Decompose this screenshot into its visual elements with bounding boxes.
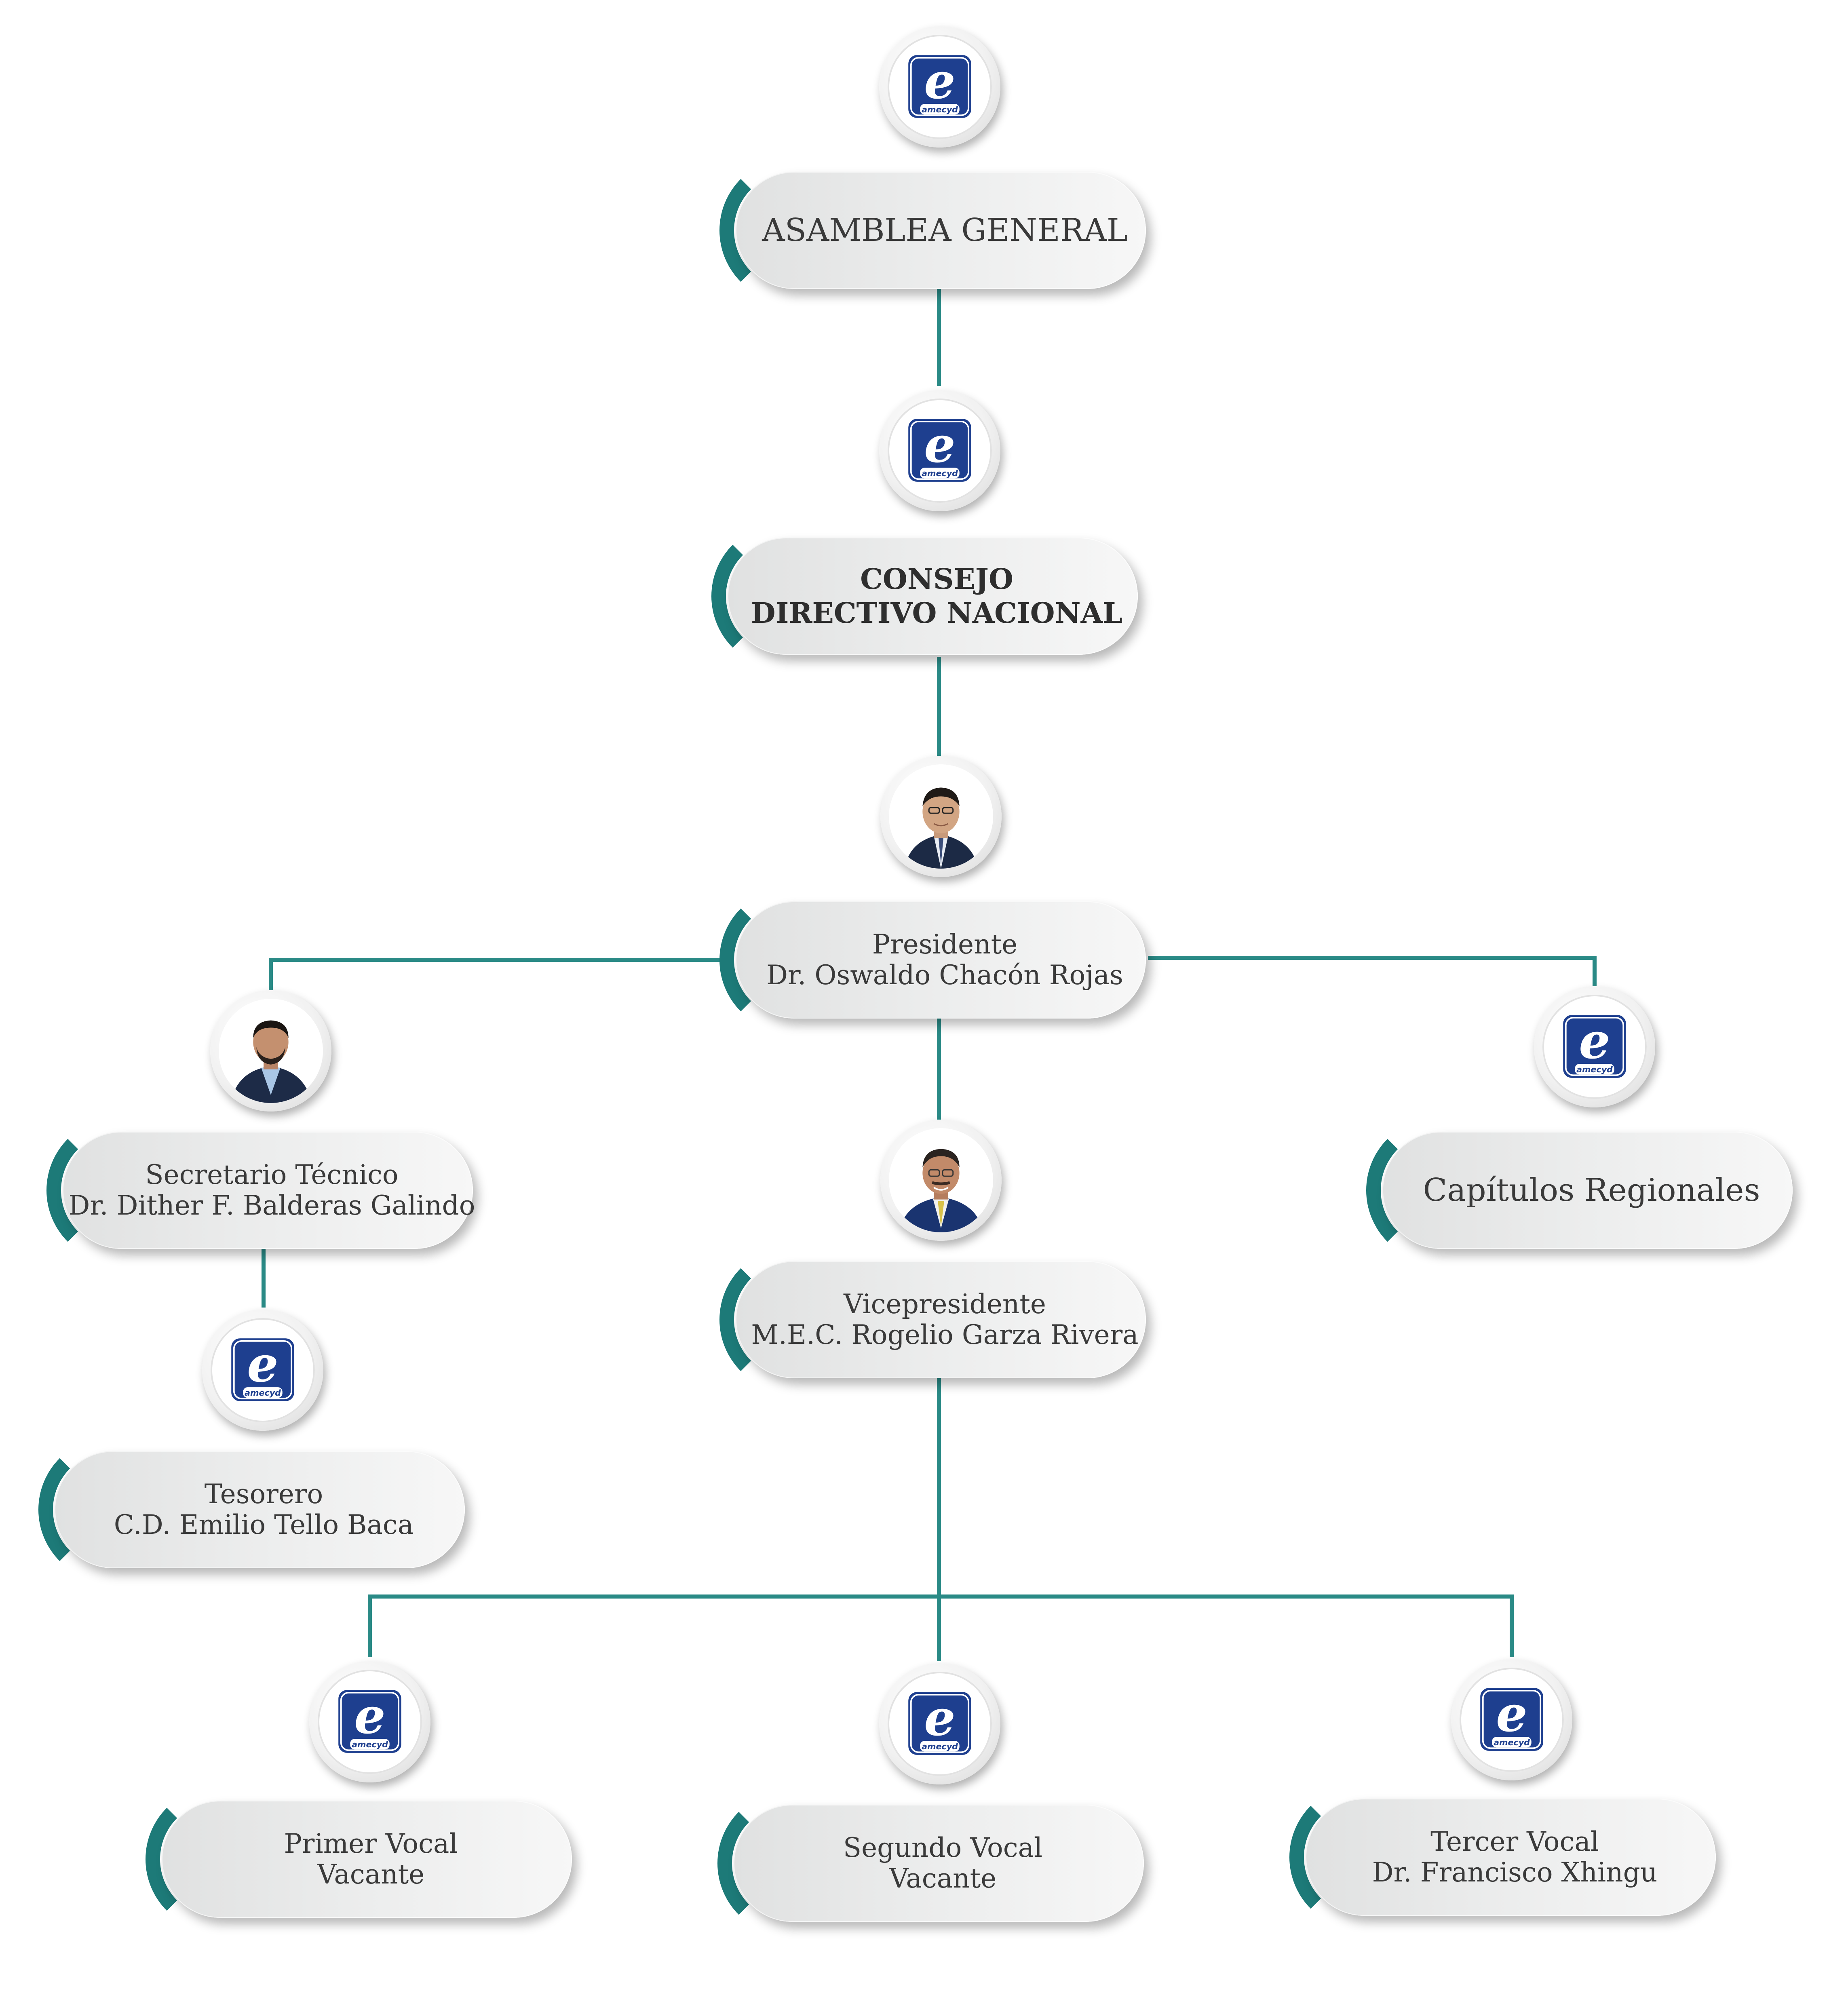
svg-text:e: e: [354, 1687, 385, 1745]
person-photo-icon: [219, 999, 323, 1103]
svg-text:amecyd: amecyd: [922, 1742, 958, 1751]
presidente-line-2: Dr. Oswaldo Chacón Rojas: [766, 960, 1123, 991]
presidente-line-1: Presidente: [872, 929, 1018, 960]
svg-text:e: e: [924, 52, 955, 110]
secretario-line-1: Secretario Técnico: [145, 1159, 399, 1190]
svg-text:amecyd: amecyd: [922, 105, 958, 114]
amecyd-logo-icon: e amecyd: [906, 52, 974, 120]
primer-vocal-label: Primer Vocal Vacante: [284, 1829, 458, 1890]
primer-vocal-line-2: Vacante: [317, 1859, 425, 1890]
tesorero-label: Tesorero C.D. Emilio Tello Baca: [114, 1479, 414, 1540]
pill-primer-vocal: Primer Vocal Vacante: [162, 1801, 572, 1918]
secretario-line-2: Dr. Dither F. Balderas Galindo: [68, 1190, 475, 1221]
tercer-vocal-line-2: Dr. Francisco Xhingu: [1372, 1857, 1658, 1888]
tercer-vocal-label: Tercer Vocal Dr. Francisco Xhingu: [1372, 1826, 1658, 1888]
consejo-label: CONSEJO DIRECTIVO NACIONAL: [751, 562, 1122, 630]
pill-presidente: Presidente Dr. Oswaldo Chacón Rojas: [736, 901, 1146, 1019]
asamblea-label: ASAMBLEA GENERAL: [762, 212, 1127, 249]
person-photo-icon: [889, 764, 993, 869]
avatar-consejo: e amecyd: [879, 390, 1000, 511]
svg-text:amecyd: amecyd: [922, 468, 958, 478]
presidente-label: Presidente Dr. Oswaldo Chacón Rojas: [766, 929, 1123, 991]
svg-text:e: e: [1579, 1012, 1610, 1070]
segundo-vocal-line-1: Segundo Vocal: [843, 1832, 1043, 1863]
amecyd-logo-icon: e amecyd: [1561, 1012, 1629, 1080]
svg-text:amecyd: amecyd: [352, 1740, 388, 1749]
vicepresidente-line-2: M.E.C. Rogelio Garza Rivera: [751, 1319, 1139, 1350]
svg-text:e: e: [924, 416, 955, 474]
capitulos-label: Capítulos Regionales: [1423, 1172, 1760, 1209]
connector-presidente-capitulos: [1148, 956, 1597, 986]
pill-segundo-vocal: Segundo Vocal Vacante: [734, 1805, 1144, 1922]
tesorero-line-1: Tesorero: [204, 1478, 323, 1510]
pill-consejo-directivo: CONSEJO DIRECTIVO NACIONAL: [728, 538, 1138, 655]
avatar-primer-vocal: e amecyd: [309, 1661, 430, 1782]
avatar-vicepresidente: [880, 1120, 1002, 1241]
amecyd-logo-icon: e amecyd: [906, 416, 974, 484]
segundo-vocal-line-2: Vacante: [889, 1863, 997, 1894]
pill-secretario: Secretario Técnico Dr. Dither F. Baldera…: [63, 1132, 475, 1249]
pill-vicepresidente: Vicepresidente M.E.C. Rogelio Garza Rive…: [736, 1261, 1146, 1378]
avatar-tercer-vocal: e amecyd: [1451, 1659, 1572, 1780]
avatar-segundo-vocal: e amecyd: [879, 1663, 1000, 1784]
pill-capitulos: Capítulos Regionales: [1382, 1132, 1793, 1249]
amecyd-logo-icon: e amecyd: [229, 1335, 297, 1404]
pill-tercer-vocal: Tercer Vocal Dr. Francisco Xhingu: [1306, 1799, 1716, 1916]
avatar-secretario: [210, 990, 331, 1112]
pill-tesorero: Tesorero C.D. Emilio Tello Baca: [55, 1451, 465, 1568]
avatar-asamblea: e amecyd: [879, 26, 1000, 148]
svg-text:e: e: [1496, 1685, 1527, 1743]
svg-text:amecyd: amecyd: [1576, 1065, 1613, 1074]
capitulos-line-1: Capítulos Regionales: [1423, 1172, 1760, 1209]
svg-text:amecyd: amecyd: [1494, 1738, 1530, 1747]
tercer-vocal-line-1: Tercer Vocal: [1430, 1826, 1599, 1857]
vicepresidente-line-1: Vicepresidente: [844, 1289, 1046, 1320]
pill-asamblea-general: ASAMBLEA GENERAL: [736, 172, 1146, 289]
primer-vocal-line-1: Primer Vocal: [284, 1828, 458, 1859]
connector-vocales-bar: [368, 1594, 1514, 1657]
avatar-presidente: [880, 756, 1002, 877]
avatar-tesorero: e amecyd: [202, 1310, 323, 1431]
amecyd-logo-icon: e amecyd: [336, 1687, 404, 1755]
segundo-vocal-label: Segundo Vocal Vacante: [843, 1833, 1042, 1894]
svg-text:amecyd: amecyd: [245, 1388, 281, 1398]
asamblea-line-1: ASAMBLEA GENERAL: [762, 212, 1128, 249]
vicepresidente-label: Vicepresidente M.E.C. Rogelio Garza Rive…: [751, 1289, 1138, 1350]
connector-presidente-secretario: [269, 958, 724, 990]
consejo-line-1: CONSEJO: [860, 562, 1013, 596]
amecyd-logo-icon: e amecyd: [1478, 1685, 1546, 1753]
tesorero-line-2: C.D. Emilio Tello Baca: [114, 1509, 414, 1540]
avatar-capitulos: e amecyd: [1534, 986, 1655, 1107]
secretario-label: Secretario Técnico Dr. Dither F. Baldera…: [68, 1160, 475, 1221]
svg-text:e: e: [247, 1335, 278, 1393]
amecyd-logo-icon: e amecyd: [906, 1689, 974, 1757]
consejo-line-2: DIRECTIVO NACIONAL: [751, 596, 1123, 630]
svg-text:e: e: [924, 1689, 955, 1747]
person-photo-icon: [889, 1128, 993, 1232]
